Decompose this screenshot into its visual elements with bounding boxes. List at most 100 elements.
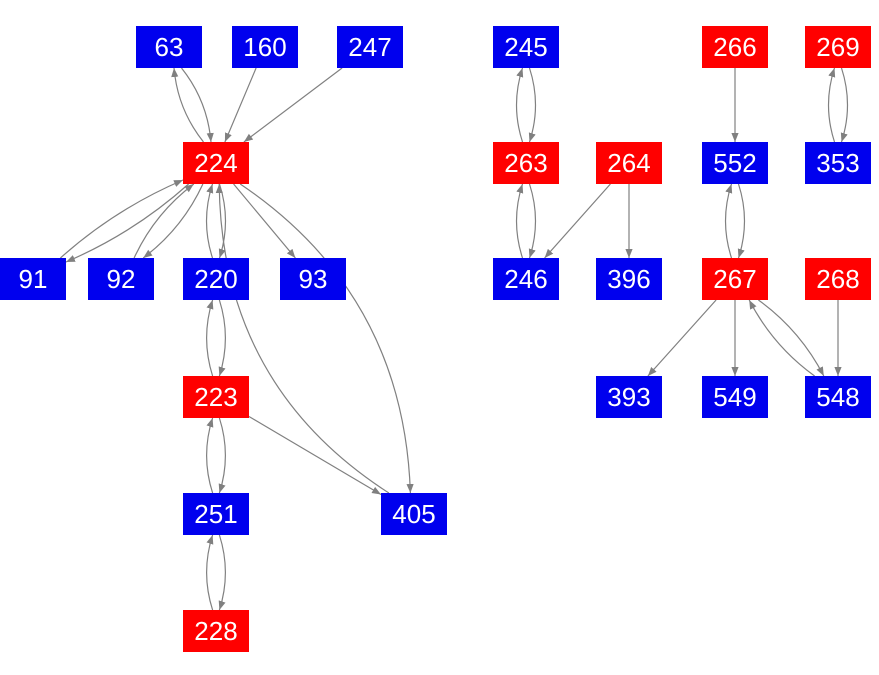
node-91: 91	[0, 258, 66, 300]
edge-224-to-405	[239, 183, 414, 494]
node-label: 548	[816, 382, 859, 412]
node-box	[88, 258, 154, 300]
node-box	[183, 493, 249, 535]
edge-267-to-548	[758, 299, 825, 377]
node-label: 246	[504, 264, 547, 294]
node-box	[183, 258, 249, 300]
node-268: 268	[805, 258, 871, 300]
node-224: 224	[183, 142, 249, 184]
node-269: 269	[805, 26, 871, 68]
node-93: 93	[280, 258, 346, 300]
node-box	[702, 142, 768, 184]
node-552: 552	[702, 142, 768, 184]
node-box	[183, 142, 249, 184]
edge-220-to-224	[205, 183, 214, 259]
node-box	[702, 376, 768, 418]
nodes-layer: 63 160 247 224 91 92 220 93 223 251 405 228 245 263 26…	[0, 26, 871, 652]
edge-245-to-263	[528, 67, 537, 143]
node-box	[0, 258, 66, 300]
edge-223-to-405	[248, 415, 382, 496]
edge-263-to-246	[528, 183, 537, 259]
node-label: 396	[607, 264, 650, 294]
node-247: 247	[337, 26, 403, 68]
node-245: 245	[493, 26, 559, 68]
node-396: 396	[596, 258, 662, 300]
edge-251-to-223	[206, 417, 214, 494]
node-548: 548	[805, 376, 871, 418]
node-label: 228	[194, 616, 237, 646]
node-label: 245	[504, 32, 547, 62]
node-label: 247	[348, 32, 391, 62]
edge-548-to-267	[748, 299, 815, 377]
edge-223-to-220	[206, 299, 214, 377]
node-box	[702, 258, 768, 300]
node-label: 267	[713, 264, 756, 294]
node-246: 246	[493, 258, 559, 300]
edge-552-to-267	[737, 183, 746, 259]
edge-405-to-224	[215, 183, 390, 494]
node-box	[702, 26, 768, 68]
node-393: 393	[596, 376, 662, 418]
node-label: 263	[504, 148, 547, 178]
node-220: 220	[183, 258, 249, 300]
node-label: 269	[816, 32, 859, 62]
node-box	[805, 142, 871, 184]
node-label: 93	[299, 264, 328, 294]
edge-269-to-353	[840, 67, 849, 143]
node-label: 224	[194, 148, 237, 178]
node-box	[381, 493, 447, 535]
edge-224-to-93	[233, 183, 296, 259]
node-251: 251	[183, 493, 249, 535]
edge-223-to-251	[218, 417, 226, 494]
edge-353-to-269	[827, 67, 836, 143]
node-266: 266	[702, 26, 768, 68]
edges-layer	[60, 67, 849, 611]
node-box	[232, 26, 298, 68]
node-label: 92	[107, 264, 136, 294]
node-label: 268	[816, 264, 859, 294]
node-92: 92	[88, 258, 154, 300]
node-label: 91	[19, 264, 48, 294]
node-label: 393	[607, 382, 650, 412]
edge-267-to-552	[724, 183, 733, 259]
node-box	[805, 376, 871, 418]
node-box	[136, 26, 202, 68]
edge-264-to-246	[544, 183, 611, 259]
edge-246-to-263	[515, 183, 524, 259]
node-228: 228	[183, 610, 249, 652]
node-box	[493, 26, 559, 68]
node-353: 353	[805, 142, 871, 184]
edge-263-to-245	[515, 67, 524, 143]
node-63: 63	[136, 26, 202, 68]
edge-160-to-224	[224, 67, 257, 143]
node-box	[805, 26, 871, 68]
node-box	[596, 258, 662, 300]
edge-247-to-224	[243, 67, 343, 143]
node-box	[493, 258, 559, 300]
node-label: 353	[816, 148, 859, 178]
node-box	[337, 26, 403, 68]
edge-224-to-92	[142, 183, 204, 259]
node-267: 267	[702, 258, 768, 300]
node-405: 405	[381, 493, 447, 535]
edge-224-to-91	[65, 183, 189, 263]
node-label: 63	[155, 32, 184, 62]
node-box	[805, 258, 871, 300]
node-223: 223	[183, 376, 249, 418]
node-264: 264	[596, 142, 662, 184]
node-box	[280, 258, 346, 300]
node-label: 405	[392, 499, 435, 529]
edge-92-to-224	[133, 183, 195, 259]
node-box	[596, 142, 662, 184]
node-box	[183, 376, 249, 418]
node-label: 266	[713, 32, 756, 62]
node-160: 160	[232, 26, 298, 68]
edge-220-to-223	[218, 299, 226, 377]
edge-267-to-393	[647, 299, 717, 377]
node-263: 263	[493, 142, 559, 184]
node-box	[183, 610, 249, 652]
edge-91-to-224	[60, 179, 184, 259]
node-box	[596, 376, 662, 418]
node-label: 251	[194, 499, 237, 529]
